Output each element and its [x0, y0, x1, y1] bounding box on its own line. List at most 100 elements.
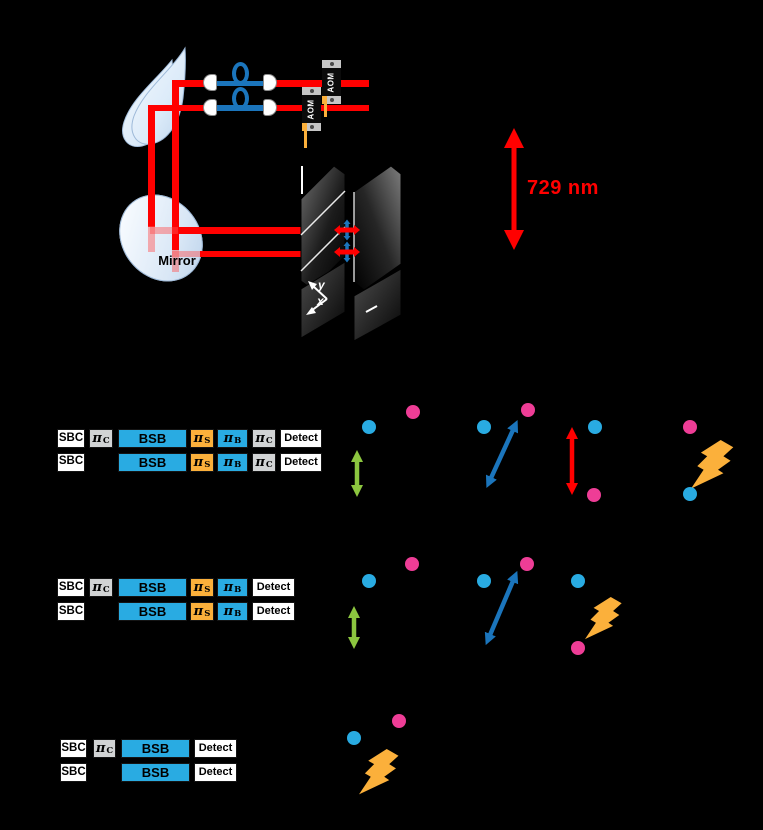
ion-state-dot-pink [405, 557, 419, 571]
coordinate-axes: y x [306, 278, 328, 315]
ion-motion-arrows [334, 219, 360, 263]
laser-beam-on-mirror [172, 250, 200, 257]
pulse-detect: Detect [252, 578, 295, 597]
trap-blade-lower-left [300, 261, 346, 339]
arrowhead [343, 236, 351, 241]
arrowhead [308, 281, 317, 290]
screw-icon [329, 98, 334, 102]
pulse-sbc: SBC [60, 763, 87, 782]
fiber-coupler [203, 99, 217, 116]
blue-sideband-arrow [484, 570, 519, 646]
laser-beam-vertical [148, 104, 155, 227]
trap-blade-separator [300, 190, 346, 236]
fiber-loop [232, 87, 249, 110]
aom-label: AOM [327, 71, 337, 93]
laser-beam-upper [172, 80, 208, 87]
ion-state-dot-cyan [588, 420, 602, 434]
ion-state-dot-pink [521, 403, 535, 417]
arrowhead [343, 241, 351, 246]
blue-sideband-arrow [485, 420, 519, 488]
screw-icon [309, 125, 314, 129]
arrowhead [354, 247, 360, 257]
ion-state-dot-pink [392, 714, 406, 728]
aom-device: AOM [302, 87, 321, 131]
pulse-bsb: BSB [118, 452, 187, 472]
arrowhead [343, 258, 351, 263]
pulse-detect: Detect [252, 602, 295, 621]
ion-state-dot-cyan [477, 574, 491, 588]
pulse-bsb: BSB [118, 429, 187, 448]
laser-beam-on-mirror [172, 250, 179, 272]
ion-state-dot-pink [587, 488, 601, 502]
pulse-sbc: SBC [57, 429, 85, 448]
aom-device: AOM [322, 60, 341, 104]
laser-beam-vertical [172, 80, 179, 250]
arrowhead [354, 225, 360, 235]
pulse-bsb: BSB [118, 602, 187, 621]
lightning-bolt-icon [359, 749, 399, 795]
trap-blade-upper-right [353, 165, 402, 291]
pulse-detect: Detect [194, 739, 237, 758]
aom-rf-wire [304, 131, 307, 148]
pulse-detect: Detect [280, 452, 322, 472]
pulse-sbc: SBC [60, 739, 87, 758]
lightning-bolt-icon [585, 597, 622, 640]
fiber-coupler [263, 99, 277, 116]
arrowhead [306, 307, 316, 315]
laser-beam-to-trap-lower [200, 250, 303, 257]
laser-beam-on-mirror [150, 227, 178, 234]
screw-icon [329, 62, 334, 66]
x-axis-label: x [316, 294, 325, 308]
pulse-sbc: SBC [57, 452, 85, 472]
mirror [101, 177, 221, 299]
ion-state-dot-cyan [571, 574, 585, 588]
trap-blade-upper-left [300, 165, 346, 290]
aom-rf-wire [324, 104, 327, 117]
aom-body: AOM [322, 68, 341, 96]
ion-state-dot-pink [520, 557, 534, 571]
arrowhead [334, 225, 340, 235]
aom-cap [322, 60, 341, 68]
ion-state-dot-pink [683, 420, 697, 434]
pulse-bsb: BSB [121, 739, 190, 758]
ion-state-dot-cyan [362, 420, 376, 434]
aom-cap [322, 96, 341, 104]
ion-state-dot-pink [571, 641, 585, 655]
ion-trap [300, 165, 402, 342]
trap-blade-separator [300, 226, 346, 272]
mirror-label: Mirror [158, 253, 196, 268]
ion-state-dot-cyan [477, 420, 491, 434]
y-axis-label: y [317, 278, 326, 292]
aom-cap [302, 87, 321, 95]
pulse-detect: Detect [194, 763, 237, 782]
ion-state-dot-pink [406, 405, 420, 419]
wavelength-label: 729 nm [527, 177, 599, 199]
fiber-loop [232, 62, 249, 85]
pulse-sbc: SBC [57, 602, 85, 621]
aom-body: AOM [302, 95, 321, 123]
screw-icon [309, 89, 314, 93]
lightning-bolt-icon [691, 440, 734, 489]
pulse-detect: Detect [280, 429, 322, 448]
pulse-bsb: BSB [118, 578, 187, 597]
aom-label: AOM [307, 98, 317, 120]
y-axis-arrow [312, 285, 328, 300]
ion-state-dot-cyan [362, 574, 376, 588]
fiber-coupler [203, 74, 217, 91]
trap-edge-highlight [365, 305, 378, 313]
laser-beam-on-mirror [148, 226, 155, 252]
